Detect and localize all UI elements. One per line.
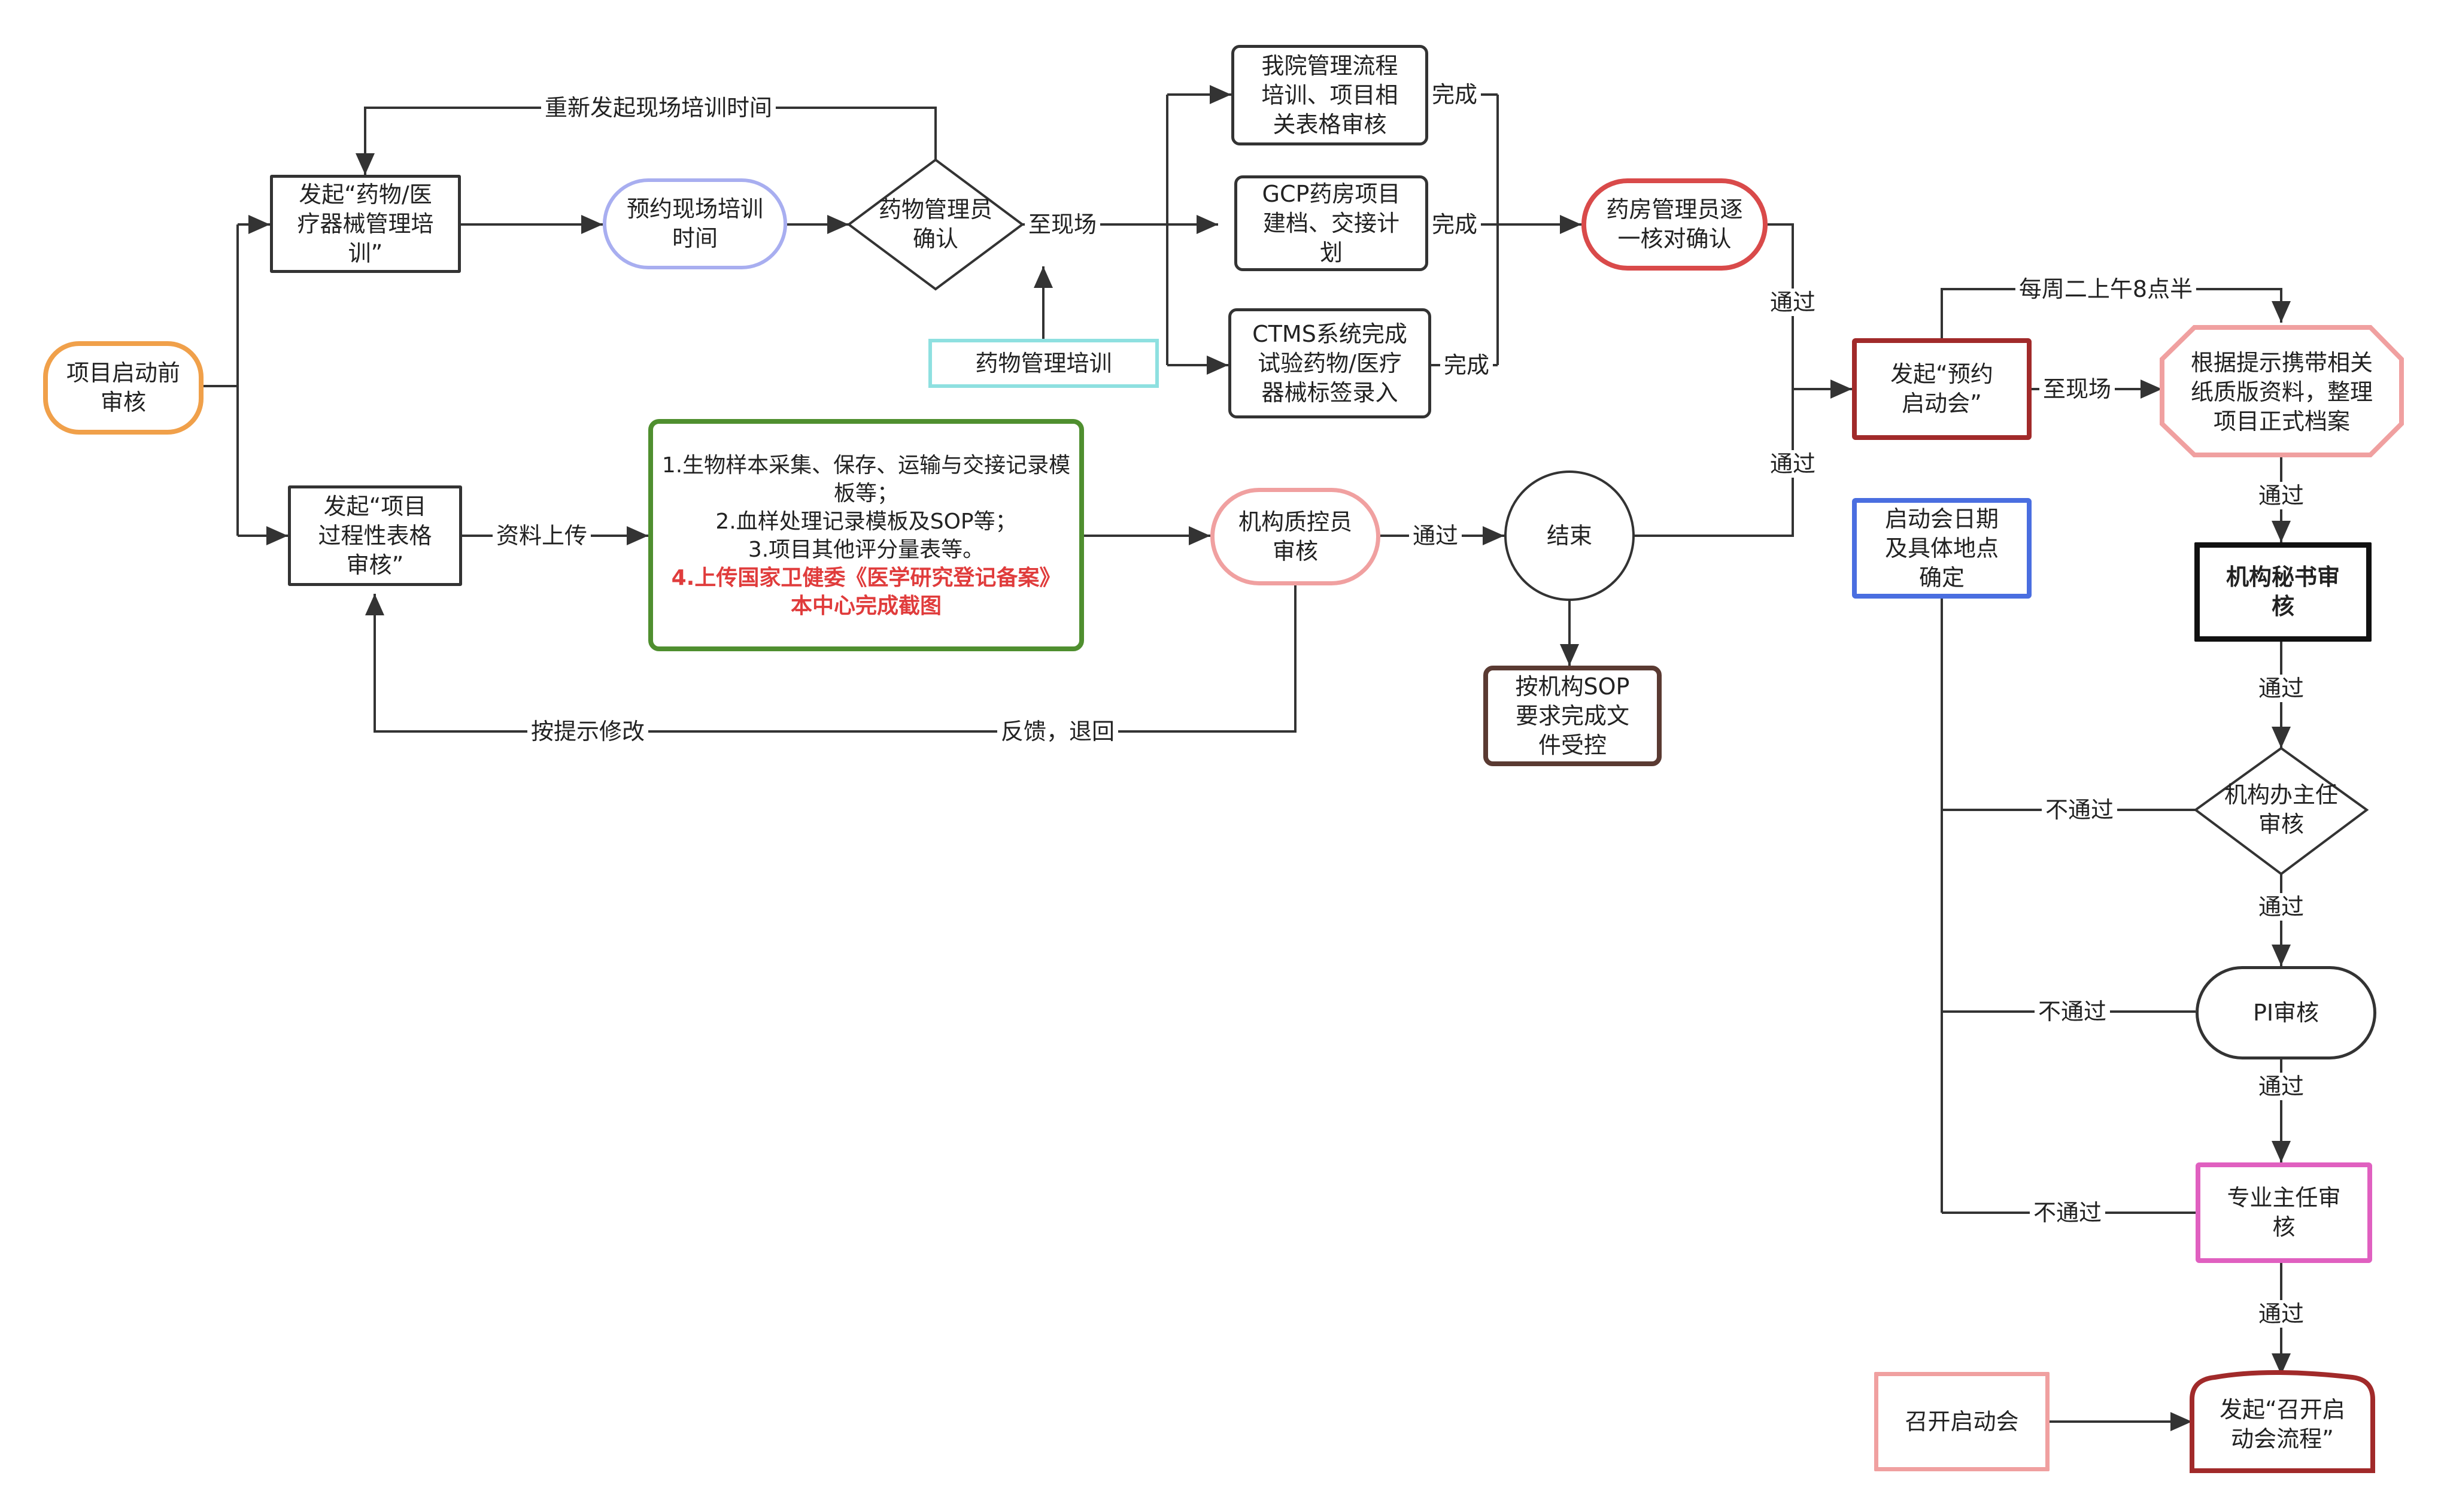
upload-item: 2.血样处理记录模板及SOP等；	[715, 509, 1017, 534]
edge-label-fail: 不通过	[2041, 796, 2118, 824]
gcp-pharmacy-node: GCP药房项目 建档、交接计 划	[1234, 175, 1428, 271]
pharmacy-admin-check-node: 药房管理员逐 一核对确认	[1581, 178, 1768, 271]
admin-confirm-label: 药物管理员 确认	[878, 196, 992, 252]
archive-octagon	[2160, 325, 2404, 457]
edge-end-pass	[1634, 389, 1794, 537]
archive-label: 根据提示携带相关 纸质版资料，整理 项目正式档案	[2190, 349, 2373, 435]
edge-pharmacy-pass	[1768, 223, 1794, 389]
director-review-label: 机构办主任 审核	[2224, 782, 2338, 837]
edge-label-pass: 通过	[1408, 522, 1462, 549]
process-form-review-node: 发起“项目 过程性表格 审核”	[288, 485, 462, 586]
edge-label-pass: 通过	[2254, 1300, 2308, 1328]
upload-item: 1.生物样本采集、保存、运输与交接记录模板等；	[661, 453, 1071, 506]
pi-review-node: PI审核	[2196, 966, 2376, 1059]
kickoff-date-node: 启动会日期 及具体地点 确定	[1852, 498, 2032, 599]
edge-label-pass: 通过	[1766, 289, 1820, 316]
edge-label-done: 完成	[1428, 211, 1481, 238]
qc-review-node: 机构质控员 审核	[1210, 488, 1380, 585]
upload-highlight: 4.上传国家卫健委《医学研究登记备案》本中心完成截图	[671, 566, 1061, 618]
book-training-time-node: 预约现场培训 时间	[603, 178, 787, 269]
edge-label-pass: 通过	[2254, 893, 2308, 921]
drug-training-initiate-node: 发起“药物/医 疗器械管理培 训”	[270, 175, 461, 273]
drug-training-node: 药物管理培训	[928, 339, 1159, 388]
upload-materials-node: 1.生物样本采集、保存、运输与交接记录模板等； 2.血样处理记录模板及SOP等；…	[648, 419, 1084, 651]
edge-label-done: 完成	[1440, 351, 1493, 379]
director-review-diamond	[2193, 746, 2369, 876]
edge-label-pass: 通过	[2254, 675, 2308, 702]
ctms-entry-node: CTMS系统完成 试验药物/医疗 器械标签录入	[1228, 308, 1431, 418]
edge-label-to-site: 至现场	[2039, 375, 2115, 403]
process-training-node: 我院管理流程 培训、项目相 关表格审核	[1231, 45, 1428, 145]
end-circle	[1504, 470, 1635, 601]
edge-label-pass: 通过	[2254, 1073, 2308, 1100]
sop-control-node: 按机构SOP 要求完成文 件受控	[1483, 666, 1662, 766]
end-label: 结束	[1546, 522, 1592, 549]
upload-item: 3.项目其他评分量表等。	[748, 538, 985, 562]
pre-review-node: 项目启动前 审核	[43, 341, 204, 435]
edge-label-pass: 通过	[2254, 482, 2308, 509]
edge-label-fail: 不通过	[2029, 1199, 2106, 1226]
edge-qc-feedback	[365, 585, 1297, 733]
hold-kickoff-node: 召开启动会	[1874, 1372, 2050, 1471]
edge-label-fail: 不通过	[2034, 998, 2111, 1025]
book-kickoff-node: 发起“预约 启动会”	[1852, 338, 2032, 440]
edge-label-weekly: 每周二上午8点半	[2015, 275, 2197, 303]
edge-label-to-site: 至现场	[1024, 211, 1101, 238]
edge-label-done: 完成	[1428, 81, 1481, 108]
edge-label-pass: 通过	[1766, 450, 1820, 478]
edge-label-revise: 按提示修改	[527, 718, 649, 745]
kickoff-process-label: 发起“召开启 动会流程”	[2220, 1396, 2345, 1452]
edge-label-upload: 资料上传	[492, 522, 591, 549]
edge-label-retrain: 重新发起现场培训时间	[541, 94, 776, 122]
specialty-review-node: 专业主任审 核	[2196, 1162, 2372, 1263]
admin-confirm-diamond	[846, 158, 1025, 291]
kickoff-process-shape	[2190, 1370, 2375, 1473]
edge-label-feedback: 反馈，退回	[997, 718, 1119, 745]
secretary-review-node: 机构秘书审 核	[2194, 542, 2372, 642]
